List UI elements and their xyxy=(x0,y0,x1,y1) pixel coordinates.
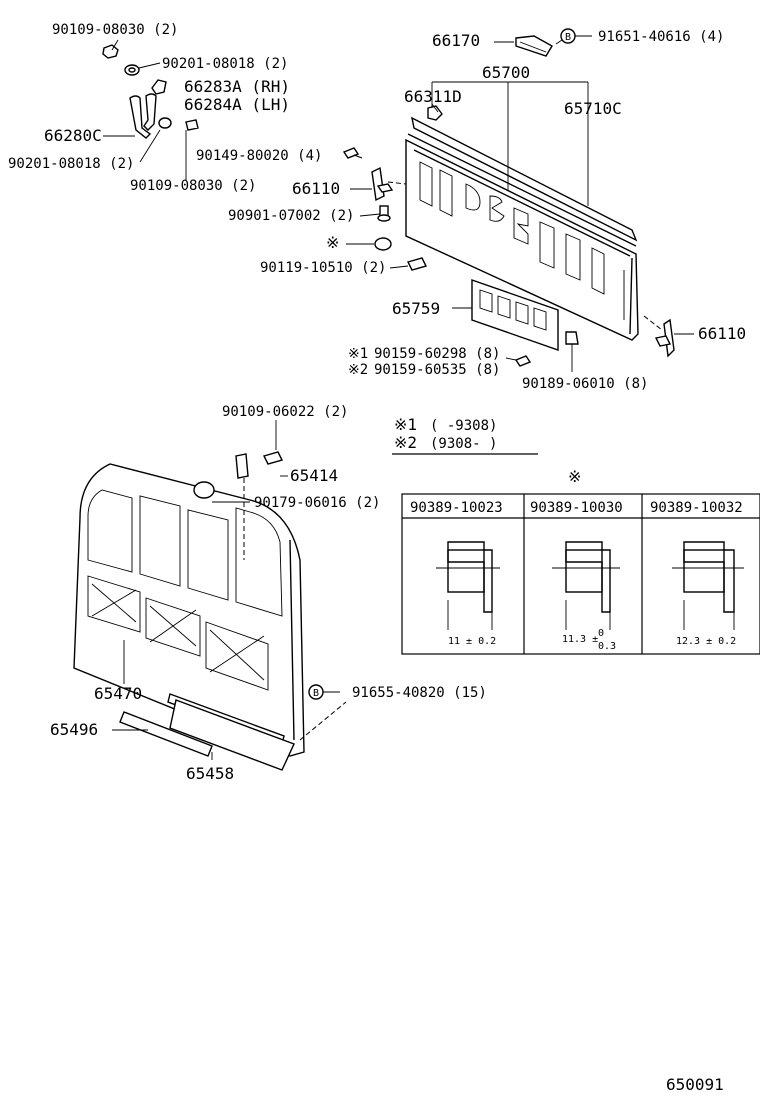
callout-66110-right: 66110 xyxy=(698,324,746,343)
bolt-90119 xyxy=(406,257,428,271)
callout-90179-06016: 90179-06016 (2) xyxy=(254,495,380,511)
washer-mid xyxy=(158,117,172,129)
table-dim-2-lower: 0.3 xyxy=(598,641,616,652)
callout-66311D: 66311D xyxy=(404,87,462,106)
rear-panel-65470 xyxy=(73,463,305,757)
callout-65759: 65759 xyxy=(392,299,440,318)
hinge-right xyxy=(654,318,675,358)
clip-90189 xyxy=(565,331,579,345)
bolt-90901 xyxy=(377,205,391,222)
plate-65759 xyxy=(471,279,559,351)
nut-section-1 xyxy=(436,541,500,630)
nut-section-3 xyxy=(672,541,744,630)
legend-range-1: ( -9308) xyxy=(430,418,497,434)
nut-size-table: ※ 90389-10023 90389-10030 90389-10032 11… xyxy=(401,467,760,655)
nut-section-2 xyxy=(552,541,620,630)
callout-66170: 66170 xyxy=(432,31,480,50)
callout-90159-60298: 90159-60298 (8) xyxy=(374,346,500,362)
hinge-left xyxy=(371,166,394,202)
callout-91655-40820: 91655-40820 (15) xyxy=(352,685,487,701)
callout-66284A: 66284A (LH) xyxy=(184,95,290,114)
bolt-90109-06022 xyxy=(262,451,284,465)
table-title: ※ xyxy=(568,467,581,486)
table-header-3: 90389-10032 xyxy=(650,500,743,516)
screw-90159 xyxy=(514,355,532,367)
callout-90159-60535: 90159-60535 (8) xyxy=(374,362,500,378)
a1-marker: ※1 xyxy=(348,346,368,362)
callout-66110-left: 66110 xyxy=(292,179,340,198)
strip-65496 xyxy=(119,711,213,757)
callout-90189-06010: 90189-06010 (8) xyxy=(522,376,648,392)
callout-90901-07002: 90901-07002 (2) xyxy=(228,208,354,224)
callout-90201-08018-top: 90201-08018 (2) xyxy=(162,56,288,72)
table-dim-2-upper: 0 xyxy=(598,628,604,639)
bracket-65414 xyxy=(235,453,249,479)
b-mark-1-letter: B xyxy=(565,32,571,43)
table-dim-2: 11.3 ± xyxy=(562,634,598,645)
table-dim-1: 11 ± 0.2 xyxy=(448,636,496,647)
grommet-90179 xyxy=(193,481,215,499)
nut-asterisk xyxy=(374,237,392,251)
date-legend: ※1 ( -9308) ※2 (9308- ) xyxy=(392,415,538,455)
callout-65458: 65458 xyxy=(186,764,234,783)
callout-65700: 65700 xyxy=(482,63,530,82)
callout-65710C: 65710C xyxy=(564,99,622,118)
callout-90109-08030-top: 90109-08030 (2) xyxy=(52,22,178,38)
strip-65458 xyxy=(167,693,295,771)
table-dim-3: 12.3 ± 0.2 xyxy=(676,636,736,647)
callout-65496: 65496 xyxy=(50,720,98,739)
stay-clip xyxy=(151,79,167,95)
handle-66170 xyxy=(515,35,553,57)
support-stay xyxy=(129,93,157,139)
callout-90149-80020: 90149-80020 (4) xyxy=(196,148,322,164)
callout-65470: 65470 xyxy=(94,684,142,703)
table-header-1: 90389-10023 xyxy=(410,500,503,516)
diagram-code: 650091 xyxy=(666,1075,724,1094)
bolt-90149 xyxy=(342,147,363,159)
small-bolt-top xyxy=(102,44,119,59)
callout-90109-06022: 90109-06022 (2) xyxy=(222,404,348,420)
b-mark-2-letter: B xyxy=(313,688,319,699)
callout-90201-08018-bottom: 90201-08018 (2) xyxy=(8,156,134,172)
hinge-66311D xyxy=(427,105,443,121)
a2-marker: ※2 xyxy=(348,362,368,378)
legend-note-2: ※2 xyxy=(394,433,417,452)
callout-66283A: 66283A (RH) xyxy=(184,77,290,96)
bolt-mid xyxy=(185,119,199,131)
tailgate-assembly xyxy=(405,116,639,341)
legend-range-2: (9308- ) xyxy=(430,436,497,452)
callout-91651-40616: 91651-40616 (4) xyxy=(598,29,724,45)
callout-65414: 65414 xyxy=(290,466,338,485)
callout-90109-08030-bottom: 90109-08030 (2) xyxy=(130,178,256,194)
legend-note-1: ※1 xyxy=(394,415,417,434)
washer-top xyxy=(124,64,140,76)
table-header-2: 90389-10030 xyxy=(530,500,623,516)
callout-90119-10510: 90119-10510 (2) xyxy=(260,260,386,276)
asterisk-marker-nut: ※ xyxy=(326,233,339,252)
callout-66280C: 66280C xyxy=(44,126,102,145)
